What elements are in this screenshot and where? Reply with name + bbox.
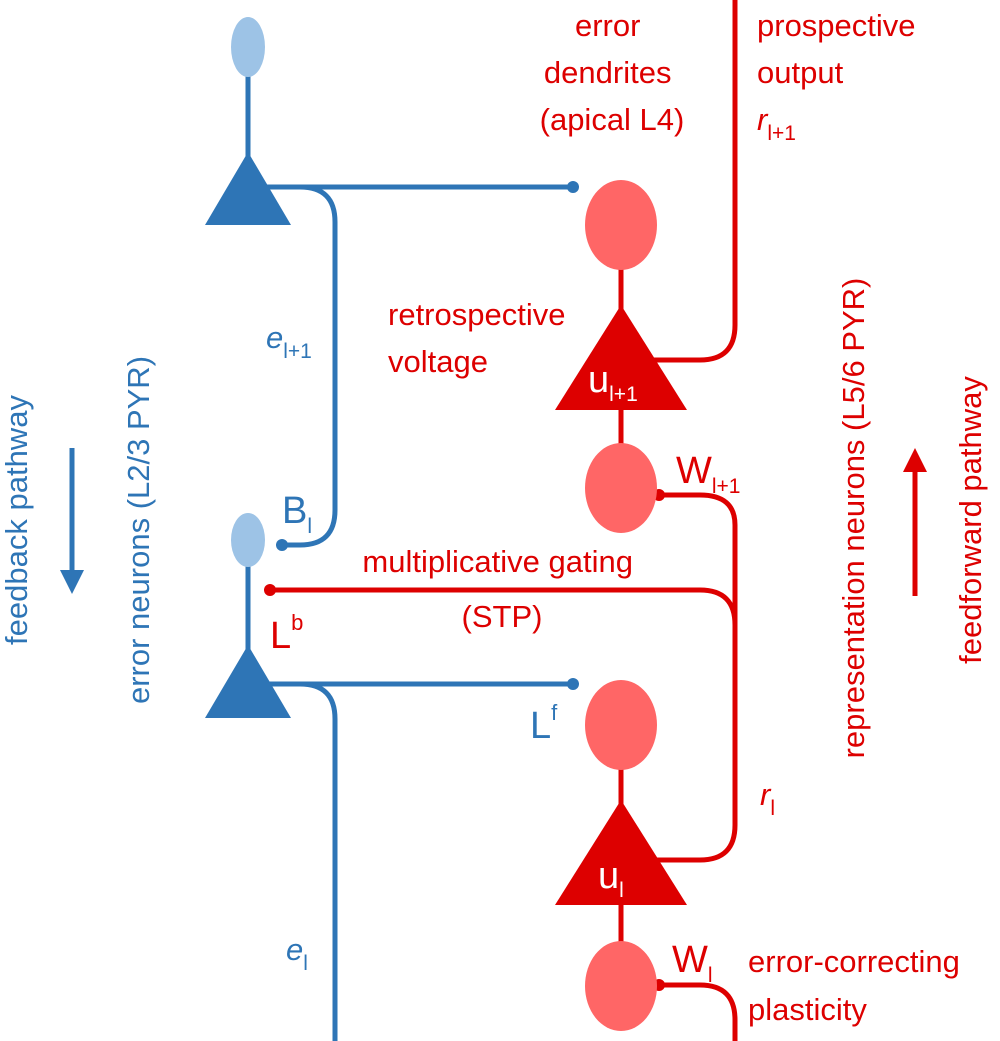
upper-rep-neuron-apical [585,180,657,270]
upper-error-neuron-apical [231,17,265,77]
e-l1-label: el+1 [266,320,312,363]
W-l-input-axon [660,982,738,1041]
gating-branch [270,587,738,626]
L-b-label: Lb [270,610,303,657]
r-l1-label: rl+1 [757,102,796,145]
B-l-label: Bl [282,490,312,538]
multiplicative-gating-label: multiplicative gating (STP) [362,544,641,634]
L-f-label: Lf [530,700,558,747]
upper-rep-neuron-soma [555,305,687,410]
W-l-label: Wl [672,939,713,987]
synapse-dot-upper-error [567,181,579,193]
lower-rep-neuron-apical [585,680,657,770]
feedforward-arrow [903,448,927,596]
upper-rep-neuron-basal [585,443,657,533]
lower-error-neuron-apical [231,513,265,567]
error-dendrites-label: error dendrites (apical L4) [540,8,685,137]
lower-error-neuron-soma [205,645,291,718]
error-neurons-label: error neurons (L2/3 PYR) [121,356,156,704]
prospective-output-axon [640,0,738,363]
u-l-label: ul [598,855,624,902]
prospective-output-label: prospective output [757,8,924,90]
r-l-label: rl [760,777,775,820]
synapse-dot-B-l [276,539,288,551]
lower-rep-neuron-basal [585,941,657,1031]
feedback-path-e-l [262,681,338,1041]
r-l-axon [640,492,738,863]
feedforward-pathway-label: feedforward pathway [953,376,988,664]
W-l1-label: Wl+1 [676,450,740,498]
synapse-dot-L-f [567,678,579,690]
lower-rep-neuron-soma [555,800,687,905]
e-l-label: el [286,932,308,975]
feedback-pathway-label: feedback pathway [0,395,34,645]
feedback-path-e-l1 [262,184,338,548]
retrospective-voltage-label: retrospective voltage [388,297,574,379]
synapse-dot-L-b [264,584,276,596]
representation-neurons-label: representation neurons (L5/6 PYR) [836,278,871,759]
error-correcting-plasticity-label: error-correcting plasticity [748,944,969,1027]
u-l1-label: ul+1 [588,359,638,406]
upper-error-neuron-soma [205,152,291,225]
blue-connections [245,70,573,1041]
feedback-arrow [60,448,84,594]
